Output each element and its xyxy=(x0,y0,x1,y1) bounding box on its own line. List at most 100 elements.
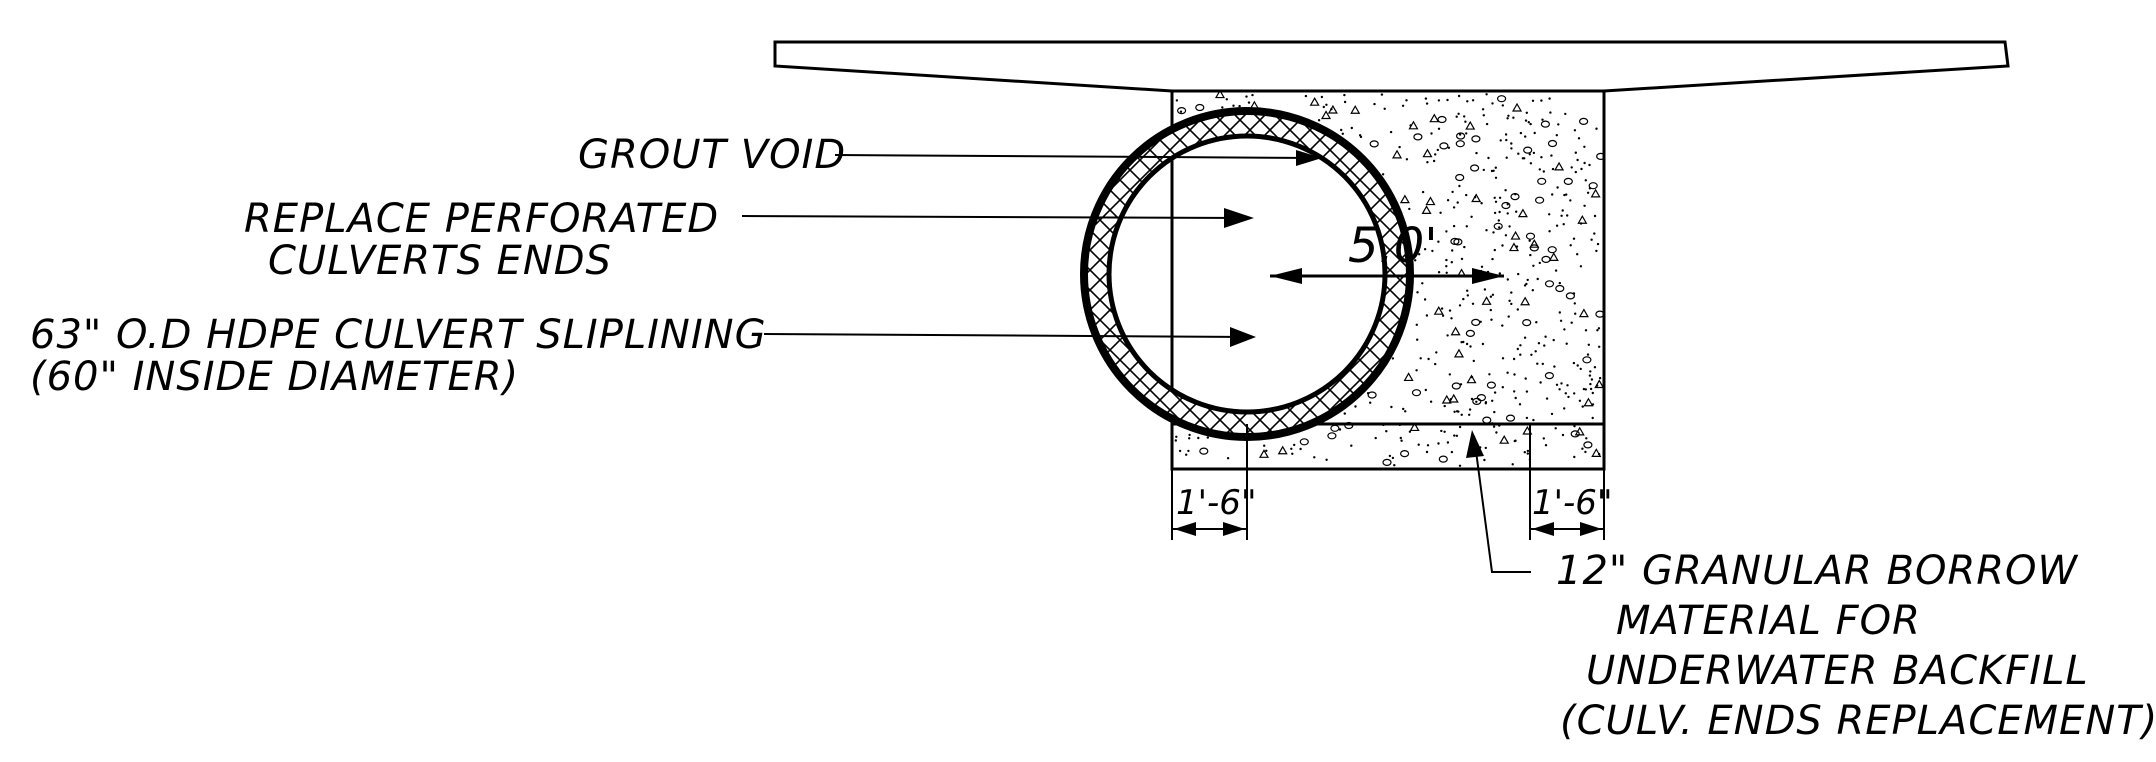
aggregate-speck xyxy=(1471,99,1475,102)
aggregate-speck xyxy=(1572,361,1576,365)
aggregate-speck xyxy=(1498,226,1501,229)
aggregate-speck xyxy=(1425,102,1429,105)
aggregate-speck xyxy=(1389,130,1393,134)
aggregate-speck xyxy=(1501,324,1504,327)
aggregate-speck xyxy=(1517,208,1528,218)
road-deck-slab xyxy=(773,40,2010,93)
aggregate-speck xyxy=(1596,329,1599,332)
aggregate-speck xyxy=(1491,293,1495,296)
aggregate-speck xyxy=(1574,426,1585,436)
aggregate-speck xyxy=(1511,463,1514,466)
aggregate-speck xyxy=(1475,400,1478,403)
aggregate-speck xyxy=(1188,437,1191,440)
aggregate-speck xyxy=(1459,383,1463,386)
aggregate-speck xyxy=(1594,379,1604,389)
aggregate-speck xyxy=(1519,353,1522,356)
aggregate-speck xyxy=(1524,119,1528,122)
aggregate-speck xyxy=(1540,120,1551,128)
aggregate-speck xyxy=(1493,196,1496,199)
aggregate-speck xyxy=(1431,249,1434,253)
aggregate-speck xyxy=(1405,99,1408,102)
aggregate-speck xyxy=(1504,234,1508,237)
aggregate-speck xyxy=(1534,350,1537,353)
aggregate-speck xyxy=(1525,282,1528,286)
aggregate-speck xyxy=(1426,161,1429,164)
aggregate-speck xyxy=(1562,223,1565,226)
aggregate-speck xyxy=(1466,289,1469,292)
aggregate-speck xyxy=(1596,152,1604,160)
aggregate-speck xyxy=(1445,230,1448,233)
aggregate-speck xyxy=(1480,265,1484,268)
aggregate-speck xyxy=(1265,449,1268,452)
aggregate-speck xyxy=(1506,117,1509,120)
aggregate-speck xyxy=(1491,102,1494,105)
aggregate-speck xyxy=(1398,145,1401,149)
aggregate-speck xyxy=(1399,450,1410,458)
aggregate-speck xyxy=(1586,353,1590,356)
aggregate-speck xyxy=(1504,189,1507,192)
aggregate-speck xyxy=(1492,425,1496,428)
aggregate-speck xyxy=(1330,424,1340,432)
aggregate-speck xyxy=(1563,177,1573,185)
aggregate-speck xyxy=(1583,161,1586,165)
aggregate-speck xyxy=(1547,139,1558,148)
aggregate-speck xyxy=(1421,282,1424,285)
replace-line1-label: REPLACE PERFORATED xyxy=(244,196,719,242)
aggregate-speck xyxy=(1588,163,1591,167)
aggregate-speck xyxy=(1468,408,1472,411)
aggregate-speck xyxy=(1531,289,1535,292)
aggregate-speck xyxy=(1465,329,1476,337)
aggregate-speck xyxy=(1558,281,1562,285)
aggregate-speck xyxy=(1579,367,1582,371)
aggregate-speck xyxy=(1465,342,1469,346)
aggregate-speck xyxy=(1493,391,1497,394)
aggregate-speck xyxy=(1540,99,1543,102)
aggregate-speck xyxy=(1465,132,1468,135)
aggregate-speck xyxy=(1556,186,1559,189)
aggregate-speck xyxy=(1573,392,1576,395)
aggregate-speck xyxy=(1443,430,1446,433)
aggregate-speck xyxy=(1214,92,1226,99)
aggregate-speck xyxy=(1573,425,1576,428)
aggregate-speck xyxy=(1555,224,1559,227)
grout-void-label: GROUT VOID xyxy=(578,132,846,178)
aggregate-speck xyxy=(1558,311,1562,314)
aggregate-speck xyxy=(1491,399,1494,402)
aggregate-speck xyxy=(1450,261,1454,264)
aggregate-speck xyxy=(1419,357,1422,360)
hdpe-line1-label: 63" O.D HDPE CULVERT SLIPLINING xyxy=(30,312,767,358)
aggregate-speck xyxy=(1505,414,1516,422)
aggregate-speck xyxy=(1472,397,1482,405)
aggregate-speck xyxy=(1506,371,1509,374)
aggregate-speck xyxy=(1492,231,1495,234)
aggregate-speck xyxy=(1343,412,1347,415)
aggregate-speck xyxy=(1597,452,1601,456)
aggregate-speck xyxy=(1174,439,1178,442)
aggregate-speck xyxy=(1458,184,1461,188)
aggregate-speck xyxy=(1584,388,1588,391)
aggregate-speck xyxy=(1482,168,1486,172)
aggregate-speck xyxy=(1175,99,1179,102)
grout-backfill-block xyxy=(1170,89,1606,471)
aggregate-speck xyxy=(1460,341,1463,344)
aggregate-speck xyxy=(1440,307,1444,310)
aggregate-speck xyxy=(1561,433,1565,437)
aggregate-speck xyxy=(1258,449,1270,458)
aggregate-speck xyxy=(1415,323,1419,326)
aggregate-speck xyxy=(1290,447,1293,450)
aggregate-speck xyxy=(1416,291,1419,294)
diameter-label: 5.0' xyxy=(1348,218,1438,274)
aggregate-speck xyxy=(1505,138,1508,142)
aggregate-speck xyxy=(1590,188,1601,198)
aggregate-speck xyxy=(1548,252,1559,261)
right-width-label: 1'-6" xyxy=(1532,483,1613,523)
aggregate-speck xyxy=(1291,452,1294,455)
aggregate-speck xyxy=(1247,101,1251,104)
aggregate-speck xyxy=(1493,248,1497,252)
aggregate-speck xyxy=(1470,397,1474,401)
aggregate-speck xyxy=(1187,449,1190,453)
aggregate-speck xyxy=(1425,450,1429,454)
aggregate-speck xyxy=(1484,446,1488,450)
hdpe-sliplining-callout: 63" O.D HDPE CULVERT SLIPLINING (60" INS… xyxy=(30,312,1256,400)
aggregate-speck xyxy=(1427,357,1430,361)
